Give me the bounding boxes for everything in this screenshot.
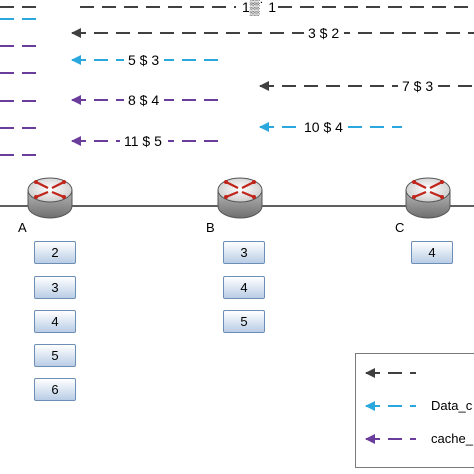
- node-b-label: B: [206, 220, 215, 235]
- arrow-4: 8 $ 4: [71, 92, 218, 108]
- legend-graphics: [365, 368, 416, 444]
- node-a-cache-item: 3: [34, 276, 76, 299]
- node-a-cache-item: 4: [34, 310, 76, 333]
- node-a-cache-item: 6: [34, 378, 76, 401]
- arrow-6-label: 7 $ 3: [402, 78, 433, 94]
- legend: Data_c cache_: [355, 353, 474, 468]
- arrow-6: 7 $ 3: [259, 78, 474, 94]
- node-a-cache-item: 5: [34, 344, 76, 367]
- arrow-3-label: 5 $ 3: [128, 52, 159, 68]
- arrow-2-label: 3 $ 2: [308, 25, 339, 41]
- node-b-cache-item: 5: [223, 310, 265, 333]
- node-c-cache-item: 4: [411, 241, 453, 264]
- router-a-icon: [27, 177, 73, 219]
- node-b-cache-item: 4: [223, 276, 265, 299]
- node-c-label: C: [395, 220, 404, 235]
- node-a-cache-item: 2: [34, 241, 76, 264]
- arrow-1-label: 1▒˙ 1: [242, 0, 276, 16]
- left-edge-dashes: [0, 6, 40, 156]
- arrow-7: 10 $ 4: [259, 119, 402, 135]
- node-a-label: A: [18, 220, 27, 235]
- arrow-4-label: 8 $ 4: [128, 92, 159, 108]
- router-c-icon: [405, 177, 451, 219]
- router-b-icon: [217, 177, 263, 219]
- arrow-5: 11 $ 5: [71, 133, 218, 149]
- legend-label-2: Data_c: [431, 398, 473, 413]
- arrow-3: 5 $ 3: [71, 52, 218, 68]
- node-b-cache-item: 3: [223, 241, 265, 264]
- arrow-7-label: 10 $ 4: [304, 119, 343, 135]
- legend-label-3: cache_: [431, 431, 473, 446]
- arrow-1: 1▒˙ 1: [80, 0, 474, 16]
- arrow-5-label: 11 $ 5: [124, 133, 162, 149]
- arrow-2: 3 $ 2: [71, 25, 474, 41]
